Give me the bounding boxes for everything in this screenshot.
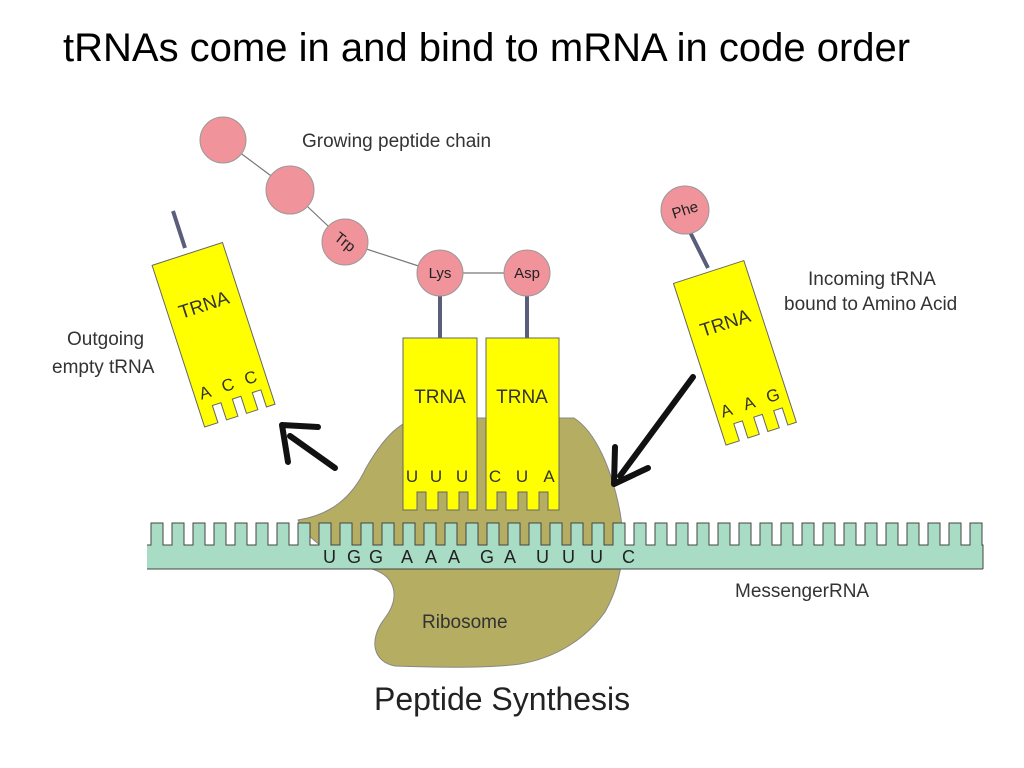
mrna-tooth — [382, 523, 394, 546]
mrna-tooth — [634, 523, 646, 546]
mrna-tooth — [424, 523, 436, 546]
mrna-tooth — [739, 523, 751, 546]
incoming-label: bound to Amino Acid — [784, 294, 957, 315]
outgoing-label: Outgoing — [67, 329, 144, 350]
mrna-tooth — [949, 523, 961, 546]
mrna-sequence: U G G A A A G A U U U C — [323, 547, 635, 567]
mrna-tooth — [676, 523, 688, 546]
mrna-tooth — [319, 523, 331, 546]
mrna-tooth — [571, 523, 583, 546]
mrna-tooth — [193, 523, 205, 546]
anticodon-base: C — [219, 374, 237, 396]
slide-title: tRNAs come in and bind to mRNA in code o… — [63, 26, 911, 70]
mrna-tooth — [256, 523, 268, 546]
mrna-tooth — [907, 523, 919, 546]
mrna-tooth — [361, 523, 373, 546]
mrna-base: U — [323, 547, 336, 567]
mrna-tooth — [151, 523, 163, 546]
incoming-label: Incoming tRNA — [808, 269, 936, 290]
anticodon-base: A — [543, 467, 555, 486]
amino-acid-residue — [265, 165, 315, 215]
mrna-tooth — [235, 523, 247, 546]
mrna-base: A — [504, 547, 516, 567]
mrna-tooth — [403, 523, 415, 546]
mrna-tooth — [844, 523, 856, 546]
mrna-tooth — [781, 523, 793, 546]
anticodon-base: C — [489, 467, 501, 486]
mrna-base: A — [401, 547, 413, 567]
mrna-tooth — [760, 523, 772, 546]
mrna-tooth — [655, 523, 667, 546]
ribosome-label: Ribosome — [422, 612, 508, 633]
anticodon-base: U — [456, 467, 468, 486]
mrna-tooth — [340, 523, 352, 546]
mrna-base: G — [369, 547, 383, 567]
trna-incoming: TRNA A A G — [672, 259, 798, 446]
amino-acid-lys: Lys — [416, 249, 464, 297]
diagram-caption: Peptide Synthesis — [374, 681, 630, 717]
mrna-tooth — [928, 523, 940, 546]
mrna-tooth — [613, 523, 625, 546]
mrna-base: U — [590, 547, 603, 567]
peptide-bonds — [222, 139, 527, 274]
mrna-base: G — [347, 547, 361, 567]
anticodon-base: U — [406, 467, 418, 486]
mrna-tooth — [592, 523, 604, 546]
mrna-tooth — [697, 523, 709, 546]
mrna-base: U — [562, 547, 575, 567]
mrna-base: A — [425, 547, 437, 567]
anticodon-base: C — [242, 367, 260, 389]
mrna-label: MessengerRNA — [735, 581, 869, 602]
growing-chain-label: Growing peptide chain — [302, 131, 491, 152]
svg-text:Asp: Asp — [514, 265, 540, 282]
trna-label: TRNA — [414, 387, 466, 408]
mrna-base: U — [536, 547, 549, 567]
amino-acid-phe: Phe — [660, 185, 710, 235]
mrna-tooth — [172, 523, 184, 546]
mrna-tooth — [802, 523, 814, 546]
trna-stems — [171, 210, 710, 338]
outgoing-label: empty tRNA — [52, 357, 155, 378]
mrna-tooth — [277, 523, 289, 546]
amino-acid-asp: Asp — [503, 249, 551, 297]
mrna-tooth — [508, 523, 520, 546]
mrna-base: C — [622, 547, 635, 567]
anticodon-base: U — [430, 467, 442, 486]
mrna-tooth — [529, 523, 541, 546]
mrna-strand — [147, 522, 984, 570]
trna-label: TRNA — [496, 387, 548, 408]
mrna-tooth — [550, 523, 562, 546]
mrna-tooth — [466, 523, 478, 546]
mrna-tooth — [445, 523, 457, 546]
mrna-tooth — [298, 523, 310, 546]
amino-acid-residue — [199, 116, 247, 164]
anticodon-base: G — [764, 385, 782, 407]
mrna-tooth — [865, 523, 877, 546]
amino-acid-trp: Trp — [321, 218, 369, 266]
svg-text:Lys: Lys — [429, 265, 452, 282]
mrna-base: G — [480, 547, 494, 567]
mrna-tooth — [487, 523, 499, 546]
mrna-tooth — [970, 523, 982, 546]
mrna-tooth — [214, 523, 226, 546]
outgoing-arrow — [279, 422, 338, 471]
mrna-tooth — [823, 523, 835, 546]
trna-left-bound: TRNA U U U — [402, 337, 478, 511]
anticodon-base: U — [516, 467, 528, 486]
trna-outgoing: TRNA A C C — [151, 241, 276, 428]
mrna-tooth — [886, 523, 898, 546]
trna-right-bound: TRNA C U A — [485, 337, 560, 511]
incoming-arrow — [611, 374, 696, 487]
mrna-base: A — [448, 547, 460, 567]
mrna-tooth — [718, 523, 730, 546]
